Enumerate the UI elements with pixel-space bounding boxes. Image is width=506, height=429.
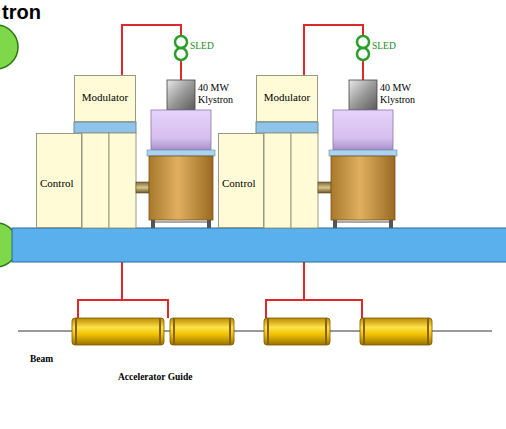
control-box: Control bbox=[218, 133, 264, 228]
node-label: Modulator bbox=[78, 91, 132, 103]
component-label: 40 MW Klystron bbox=[198, 82, 246, 105]
node-label: Control bbox=[222, 177, 260, 189]
component-label: SLED bbox=[372, 41, 396, 52]
component-label: SLED bbox=[190, 41, 214, 52]
part-label: Accelerator Guide bbox=[118, 372, 192, 383]
modulator-box: Modulator bbox=[256, 75, 318, 122]
heading: tron bbox=[2, 1, 41, 24]
node-label: Modulator bbox=[260, 91, 314, 103]
modulator-box: Modulator bbox=[74, 75, 136, 122]
control-box: Control bbox=[36, 133, 82, 228]
beam-label: Beam bbox=[30, 354, 53, 365]
node-label: Control bbox=[40, 177, 78, 189]
component-label: 40 MW Klystron bbox=[380, 82, 428, 105]
